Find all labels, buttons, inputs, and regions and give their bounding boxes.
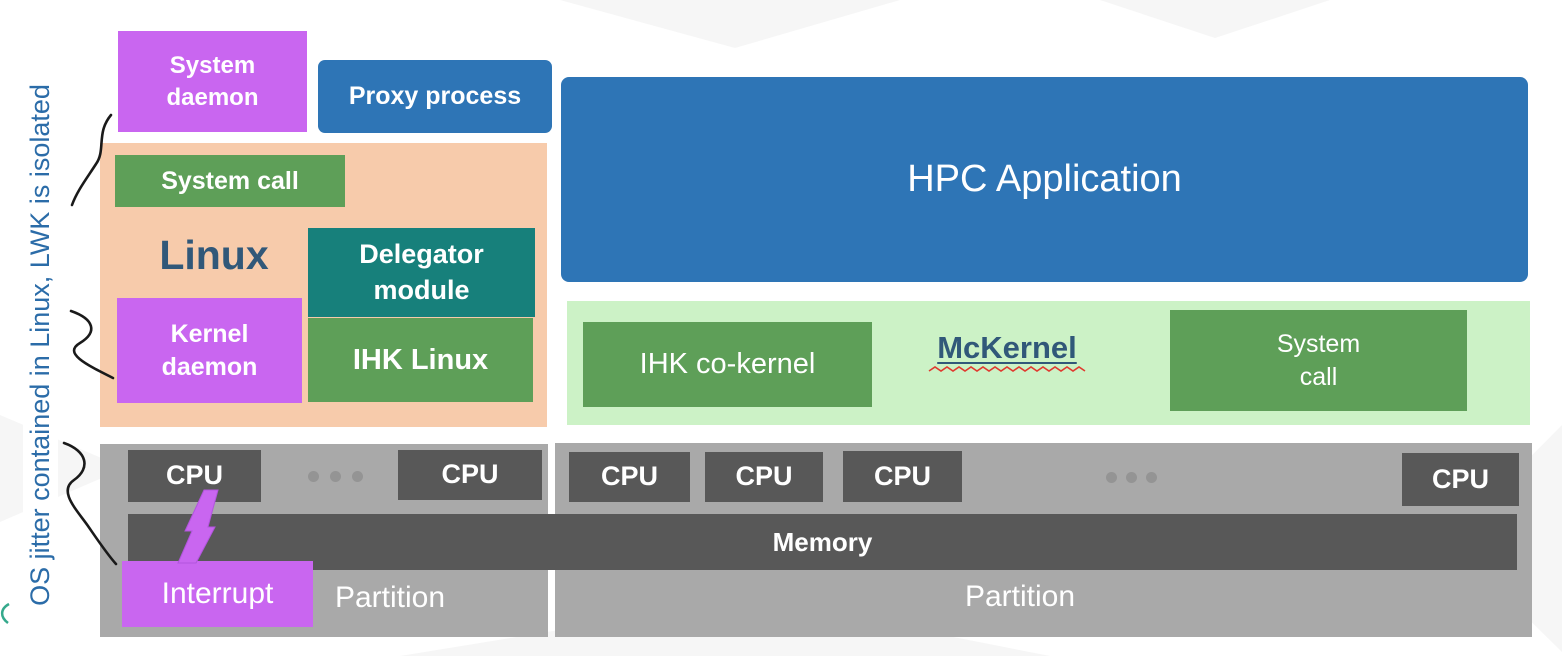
cpu-box: CPU: [569, 452, 690, 502]
system-call-mckernel-box: System call: [1170, 310, 1467, 411]
hpc-application-box: HPC Application: [561, 77, 1528, 282]
cpu-box: CPU: [128, 450, 261, 502]
memory-bar: Memory: [128, 514, 1517, 570]
mckernel-label: McKernel: [926, 330, 1088, 379]
cpu-box: CPU: [398, 450, 542, 500]
delegator-module-box: Delegator module: [308, 228, 535, 317]
red-squiggle-underline-icon: [928, 366, 1086, 373]
mckernel-title: McKernel: [937, 330, 1077, 365]
side-note-label: OS jitter contained in Linux, LWK is iso…: [22, 78, 58, 612]
interrupt-box: Interrupt: [122, 561, 313, 627]
partition-label-right: Partition: [964, 580, 1076, 614]
cpu-box: CPU: [705, 452, 823, 502]
proxy-process-box: Proxy process: [318, 60, 552, 133]
cpu-box: CPU: [1402, 453, 1519, 506]
ihk-co-kernel-box: IHK co-kernel: [583, 322, 872, 407]
cpu-box: CPU: [843, 451, 962, 502]
ihk-linux-box: IHK Linux: [308, 318, 533, 402]
system-call-linux-box: System call: [115, 155, 345, 207]
ellipsis-dots: [1106, 472, 1157, 483]
system-daemon-box: System daemon: [118, 31, 307, 132]
kernel-daemon-box: Kernel daemon: [117, 298, 302, 403]
partition-label-left: Partition: [334, 581, 446, 615]
linux-label: Linux: [159, 231, 269, 278]
ellipsis-dots: [308, 471, 363, 482]
